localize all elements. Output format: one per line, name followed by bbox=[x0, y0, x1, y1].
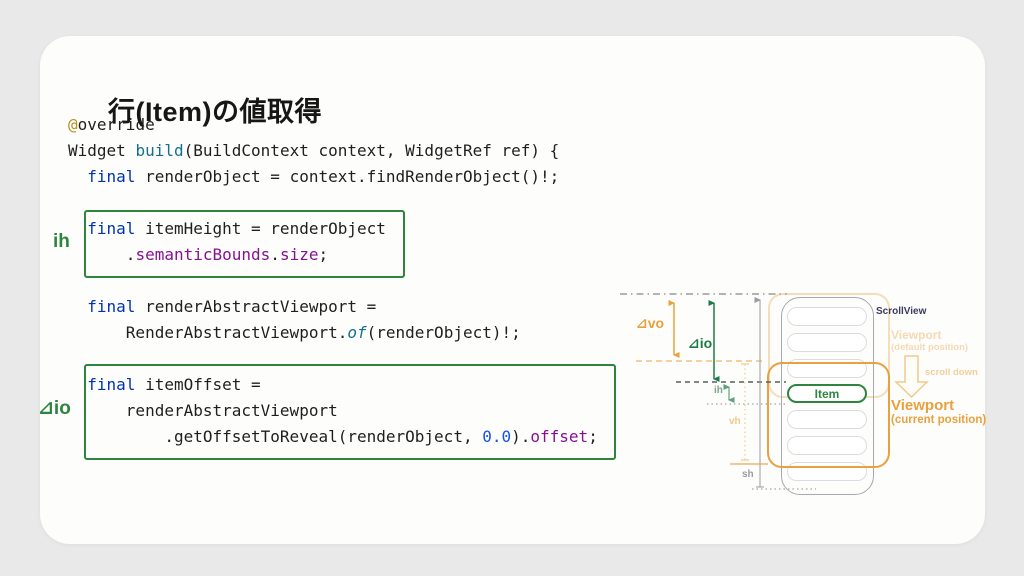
viewport-current-rect bbox=[767, 362, 890, 468]
item-offset-box bbox=[84, 364, 616, 460]
item-height-label: ih bbox=[53, 231, 70, 252]
viewport-current-subtitle: (current position) bbox=[891, 414, 987, 426]
scroll-down-label: scroll down bbox=[925, 367, 978, 378]
scrollview-rect bbox=[781, 297, 874, 495]
code-line: @override bbox=[68, 115, 155, 134]
scrollview-label: ScrollView bbox=[876, 306, 927, 317]
item-height-box bbox=[84, 210, 405, 278]
code-line: RenderAbstractViewport.of(renderObject)!… bbox=[68, 323, 521, 342]
code-line: Widget build(BuildContext context, Widge… bbox=[68, 141, 560, 160]
list-row bbox=[787, 410, 867, 429]
code-line: final itemHeight = renderObject bbox=[87, 219, 386, 238]
item-offset-label: ⊿io bbox=[38, 398, 71, 419]
item-row: Item bbox=[787, 384, 867, 403]
list-row bbox=[787, 333, 867, 352]
io-label: ⊿io bbox=[688, 335, 713, 351]
viewport-default-title: Viewport bbox=[891, 328, 942, 342]
ih-label: ih bbox=[714, 385, 723, 396]
code-line: final itemOffset = bbox=[87, 375, 261, 394]
code-line: renderAbstractViewport bbox=[68, 401, 338, 420]
code-line: final renderAbstractViewport = bbox=[87, 297, 377, 316]
viewport-current-title: Viewport bbox=[891, 397, 955, 414]
list-row bbox=[787, 436, 867, 455]
vh-label: vh bbox=[729, 416, 741, 427]
list-row bbox=[787, 307, 867, 326]
sh-label: sh bbox=[742, 469, 754, 480]
viewport-default-subtitle: (default position) bbox=[891, 342, 969, 353]
page-title: 行(Item)の値取得 bbox=[108, 97, 322, 127]
code-line: final renderObject = context.findRenderO… bbox=[87, 167, 560, 186]
code-line: .semanticBounds.size; bbox=[68, 245, 329, 264]
code-line: .getOffsetToReveal(renderObject, 0.0).of… bbox=[68, 427, 598, 446]
vo-label: ⊿vo bbox=[636, 315, 665, 331]
